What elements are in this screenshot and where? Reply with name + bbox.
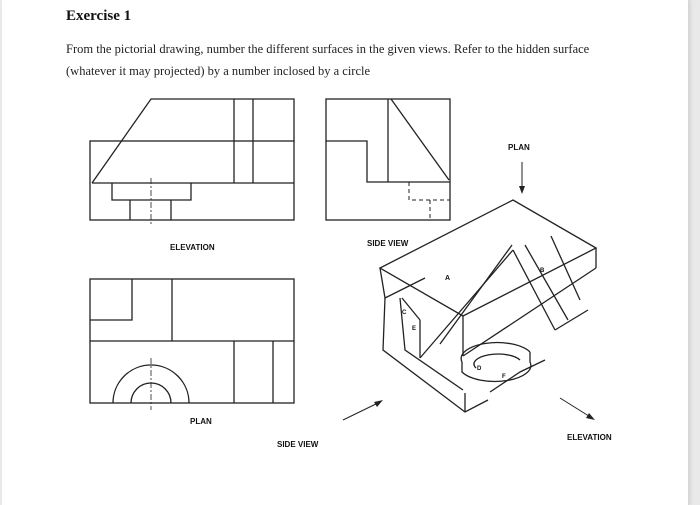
plan-view-drawing xyxy=(89,278,295,410)
surface-label-c: C xyxy=(402,310,407,316)
surface-label-b: B xyxy=(540,268,545,274)
iso-step-edge xyxy=(401,297,421,321)
surface-label-a: A xyxy=(445,275,450,282)
elevation-arrow-head-icon xyxy=(586,413,595,420)
label-elevation-view: ELEVATION xyxy=(170,243,215,252)
iso-slope-5 xyxy=(550,235,581,301)
iso-slope-6 xyxy=(554,309,589,331)
side-arrow-head-icon xyxy=(374,400,383,407)
iso-inner-arc xyxy=(473,353,521,369)
elevation-arrow-icon xyxy=(559,397,593,419)
side-view-drawing xyxy=(325,98,451,221)
instruction-line-2: (whatever it may projected) by a number … xyxy=(66,64,371,78)
plan-corner xyxy=(90,279,133,321)
surface-label-d: D xyxy=(477,366,482,372)
iso-arc-wall xyxy=(461,352,532,383)
label-plan-arrow: PLAN xyxy=(508,143,530,152)
iso-top-face xyxy=(378,199,598,317)
surface-label-e: E xyxy=(412,326,416,332)
iso-slope-3 xyxy=(512,249,556,331)
side-view-arrow-icon xyxy=(342,401,381,421)
iso-inner-wall xyxy=(399,297,464,391)
label-side-view-bottom: SIDE VIEW xyxy=(277,440,319,449)
pictorial-drawing xyxy=(378,199,598,413)
plan-outer-arc xyxy=(112,364,190,404)
plan-arrow-head-icon xyxy=(519,186,525,194)
elevation-outline xyxy=(89,140,295,221)
label-elevation-arrow: ELEVATION xyxy=(567,433,612,442)
iso-slope-4 xyxy=(524,244,569,321)
instructions: From the pictorial drawing, number the d… xyxy=(66,38,656,82)
iso-base-left xyxy=(382,297,489,413)
label-plan-view: PLAN xyxy=(190,417,212,426)
iso-slope-1 xyxy=(419,249,514,359)
side-diagonal xyxy=(390,98,450,181)
exercise-title: Exercise 1 xyxy=(66,8,132,24)
iso-base-right xyxy=(489,359,546,393)
instruction-line-1: From the pictorial drawing, number the d… xyxy=(66,42,590,56)
iso-slope-2 xyxy=(439,244,513,345)
surface-label-f: F xyxy=(502,374,506,380)
elevation-slope xyxy=(91,98,295,184)
elevation-view-drawing xyxy=(89,98,295,226)
iso-outer-arc xyxy=(460,341,531,363)
label-side-view-top: SIDE VIEW xyxy=(367,239,409,248)
side-hidden-1 xyxy=(408,182,450,201)
view-arrows xyxy=(342,162,593,421)
iso-base-edge xyxy=(462,267,597,357)
elevation-step xyxy=(111,183,192,201)
